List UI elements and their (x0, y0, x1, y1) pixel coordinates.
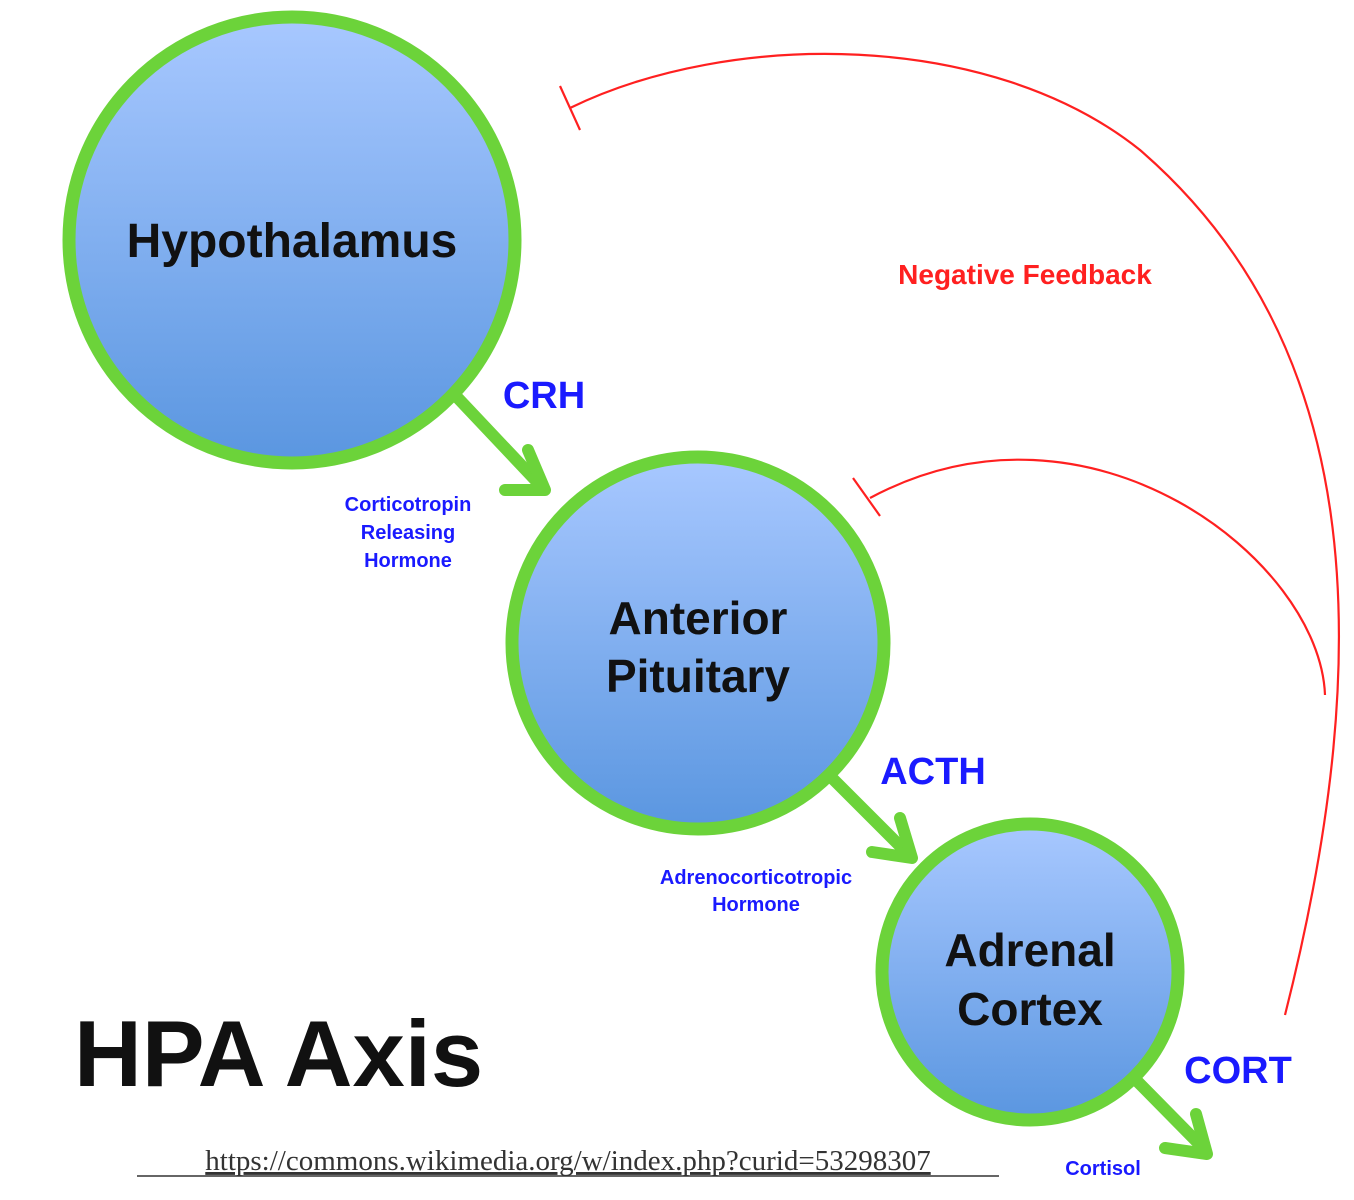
crh-full-name-line-2: Releasing (361, 522, 455, 544)
feedback-line-to-hypothalamus (569, 52, 1340, 1016)
acth-full-name-line-2: Hormone (712, 894, 800, 916)
negative-feedback-lines (558, 52, 1340, 1016)
cort-arrow (1132, 1076, 1213, 1160)
pituitary-label-line-2: Pituitary (606, 650, 790, 702)
adrenal-label-line-1: Adrenal (944, 924, 1115, 976)
crh-arrow (449, 389, 551, 496)
diagram-title: HPA Axis (74, 1001, 483, 1106)
crh-full-name-line-1: Corticotropin (345, 494, 472, 516)
source-link[interactable]: https://commons.wikimedia.org/w/index.ph… (205, 1145, 930, 1177)
feedback-inhibition-bar-hypothalamus (558, 85, 582, 131)
crh-abbreviation: CRH (503, 375, 585, 417)
acth-arrow (824, 770, 918, 864)
acth-full-name-line-1: Adrenocorticotropic (660, 867, 852, 889)
cort-abbreviation: CORT (1184, 1050, 1292, 1092)
adrenal-label-line-2: Cortex (957, 983, 1103, 1035)
crh-full-name-line-3: Hormone (364, 550, 452, 572)
negative-feedback-label: Negative Feedback (898, 259, 1152, 290)
feedback-line-to-pituitary (869, 458, 1327, 696)
acth-abbreviation: ACTH (880, 751, 986, 793)
cort-full-name: Cortisol (1065, 1158, 1141, 1180)
hormone-arrows (449, 389, 1213, 1160)
hypothalamus-label: Hypothalamus (127, 215, 458, 268)
feedback-inhibition-bar-pituitary (852, 477, 881, 517)
adrenal-cortex-node: Adrenal Cortex (875, 817, 1185, 1127)
hypothalamus-node: Hypothalamus (62, 10, 522, 470)
anterior-pituitary-node: Anterior Pituitary (505, 450, 891, 836)
pituitary-label-line-1: Anterior (609, 592, 788, 644)
